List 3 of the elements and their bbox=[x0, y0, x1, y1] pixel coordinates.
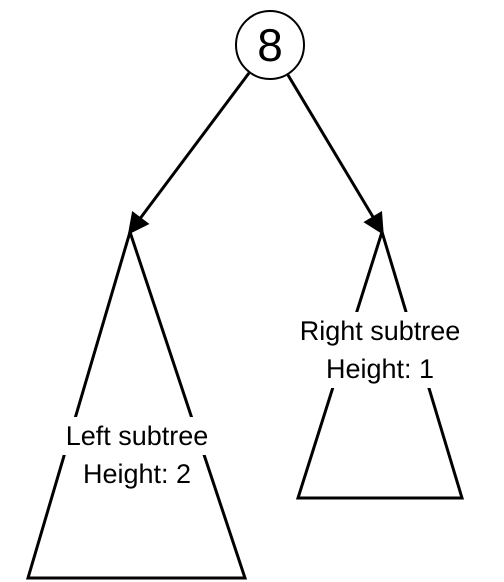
node-label: 8 bbox=[257, 22, 283, 68]
arrow bbox=[286, 74, 384, 236]
arrow bbox=[128, 72, 250, 235]
